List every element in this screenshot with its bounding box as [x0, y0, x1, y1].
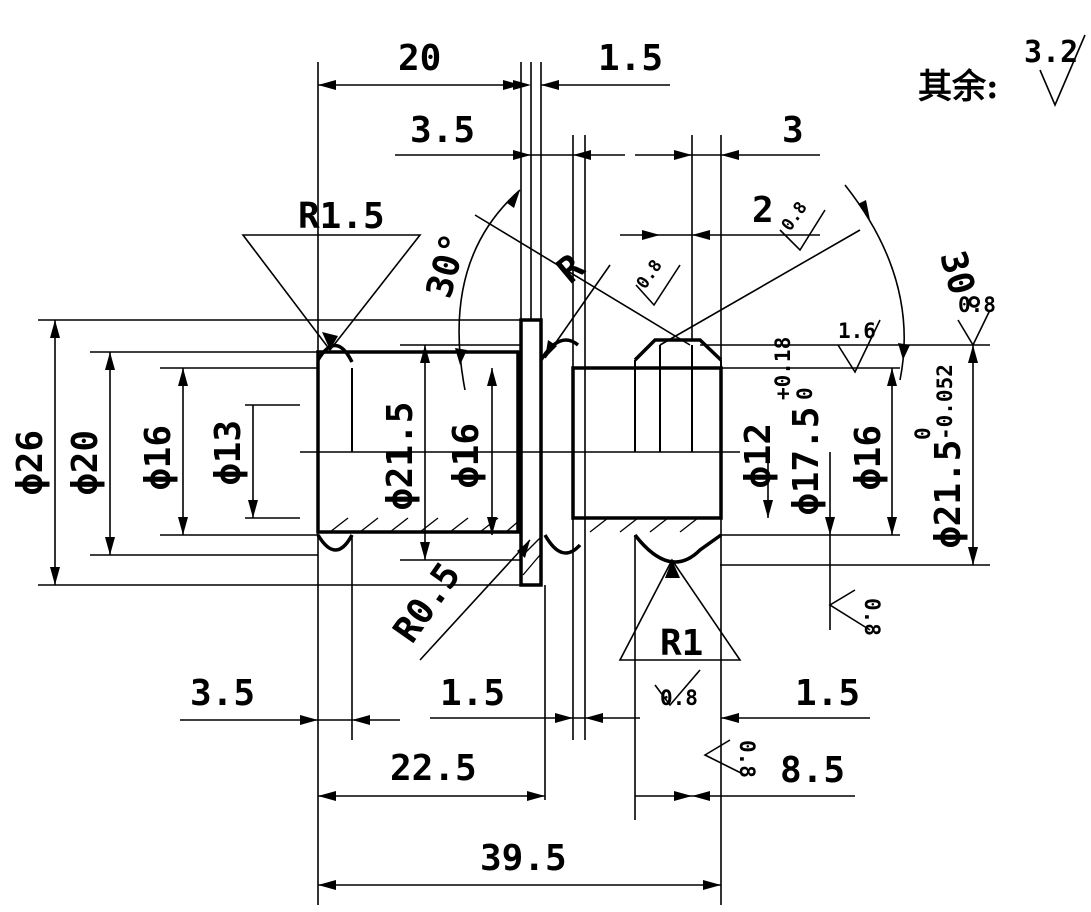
roughness-bottom-right: 0.8: [860, 598, 884, 636]
roughness-groove-bottom: 0.8: [660, 686, 698, 710]
dim-phi-12: ϕ12: [738, 423, 779, 488]
extension-lines: [38, 62, 990, 905]
dimension-text: 20 1.5 3.5 3 2 3.5 1.5 1.5 22.5 8.5 39.5…: [10, 35, 1078, 879]
dim-2: 2: [752, 190, 774, 231]
dim-1-5-bottom-right: 1.5: [795, 673, 860, 714]
dim-39-5: 39.5: [480, 838, 567, 879]
dim-phi-26: ϕ26: [10, 430, 51, 495]
note-text: 其余:: [918, 67, 999, 107]
radius-r: R: [549, 246, 592, 292]
dim-phi-16-mid: ϕ16: [446, 423, 487, 488]
radius-r-1-5: R1.5: [298, 196, 385, 237]
dim-phi-21-5-upper: 0: [911, 427, 935, 440]
leaders: [241, 184, 910, 661]
dim-3-top: 3: [782, 110, 804, 151]
dim-phi-21-5-left: ϕ21.5: [380, 402, 421, 510]
angle-left: 30°: [419, 229, 475, 302]
dim-1-5-bottom-mid: 1.5: [440, 673, 505, 714]
dim-phi-21-5-right: ϕ21.5: [928, 440, 969, 548]
dim-phi-20: ϕ20: [65, 430, 106, 495]
dim-8-5: 8.5: [780, 750, 845, 791]
dim-3-5-top: 3.5: [410, 110, 475, 151]
dim-phi-17-5-upper: +0.18: [771, 337, 795, 400]
part-outline: [300, 318, 740, 587]
roughness-right-edge: 0.8: [958, 293, 996, 317]
dim-20: 20: [398, 38, 441, 79]
dim-phi-16-right: ϕ16: [848, 425, 889, 490]
roughness-2-top: 0.8: [778, 198, 812, 235]
roughness-1-6: 1.6: [838, 319, 876, 343]
dim-phi-21-5-lower: -0.052: [933, 364, 957, 440]
dim-phi-17-5-lower: 0: [793, 387, 817, 400]
dim-phi-16-left: ϕ16: [138, 425, 179, 490]
roughness-8-5: 0.8: [735, 740, 759, 778]
dim-1-5-top: 1.5: [598, 38, 663, 79]
roughness-symbols: [635, 34, 1086, 776]
dim-3-5-bottom: 3.5: [190, 673, 255, 714]
dim-22-5: 22.5: [390, 748, 477, 789]
radius-r-0-5: R0.5: [386, 556, 469, 651]
dim-phi-13: ϕ13: [208, 420, 249, 485]
dimension-lines: [50, 80, 978, 890]
dim-phi-17-5: ϕ17.5: [786, 407, 827, 515]
radius-r-1: R1: [660, 623, 703, 664]
note-roughness: 3.2: [1024, 35, 1078, 70]
